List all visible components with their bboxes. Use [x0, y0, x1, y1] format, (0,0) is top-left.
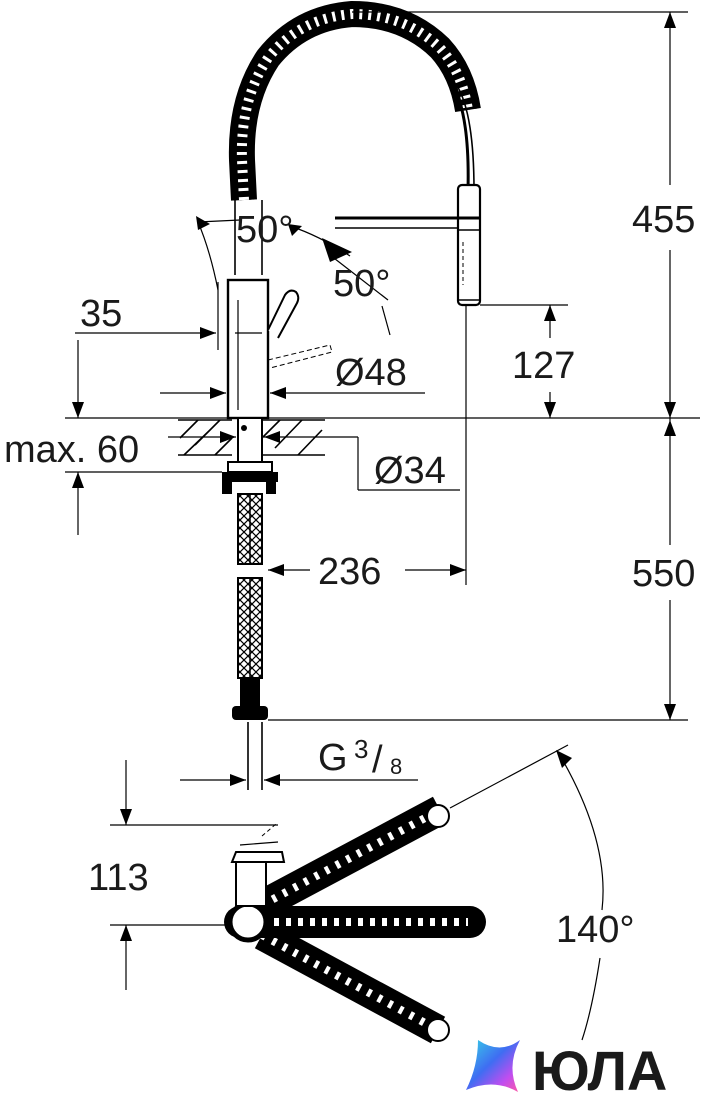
dim-127-lines: [480, 304, 568, 418]
dim-max60-lines: [65, 340, 298, 535]
dim-140-label: 140°: [556, 909, 635, 951]
dim-140-lines: [449, 744, 604, 1041]
dim-thread-lines: [180, 774, 418, 786]
yula-logo-text: ЮЛА: [532, 1039, 667, 1100]
thread-label-slash: /: [372, 739, 383, 781]
dim-455-label: 455: [632, 199, 695, 241]
dim-113-label: 113: [88, 857, 149, 899]
lever-angle-right-label: 50°: [333, 263, 390, 305]
dim-48-lines: [160, 387, 425, 399]
dim-127-label: 127: [512, 345, 575, 387]
dim-48-label: Ø48: [335, 352, 407, 394]
spray-head: [456, 183, 482, 307]
dim-34-lines: [298, 436, 460, 491]
dim-113-lines: [110, 760, 278, 990]
dim-236-label: 236: [318, 551, 381, 593]
dim-455-550-lines: [268, 11, 688, 721]
yula-logo-star-icon: [466, 1040, 520, 1092]
inner-hose: [448, 79, 470, 191]
thread-label-num: 3: [354, 734, 368, 764]
plan-view-faucet: [224, 796, 486, 1044]
dim-236-lines: [268, 305, 467, 585]
dim-35-lines: [75, 282, 262, 350]
thread-label-den: 8: [390, 754, 402, 779]
spring-coil-hose: [228, 0, 481, 201]
dim-34-label: Ø34: [374, 450, 446, 492]
lever-angle-marks: [196, 216, 391, 336]
shank: [222, 417, 278, 494]
lever-angle-left-label: 50°: [236, 209, 293, 251]
dim-35-label: 35: [80, 293, 122, 335]
faucet-body: [226, 200, 333, 420]
dim-550-label: 550: [632, 553, 695, 595]
yula-logo: ЮЛА: [466, 1039, 667, 1100]
dim-max60-label: max. 60: [4, 429, 139, 471]
thread-label-g: G: [318, 737, 348, 779]
supply-hoses: [232, 493, 268, 790]
